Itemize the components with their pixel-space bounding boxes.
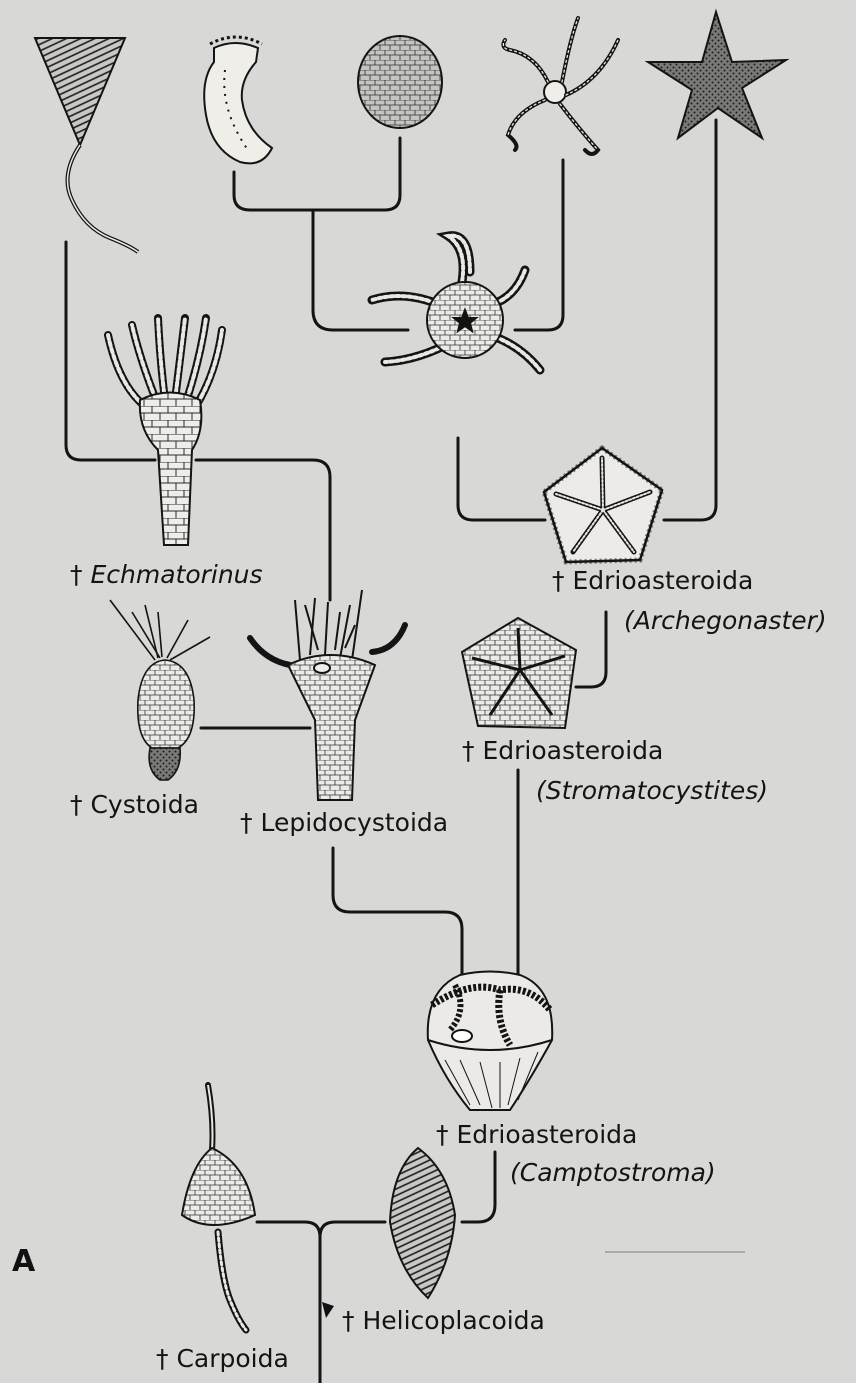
branch-ophiuroid	[515, 160, 563, 330]
dagger-mark: †	[156, 1344, 176, 1373]
label-edrio-stromatocystites: † Edrioasteroida	[462, 736, 663, 766]
label-stromatocystites-genus: (Stromatocystites)	[536, 776, 768, 806]
carpoid-icon	[182, 1085, 255, 1330]
label-archegonaster-genus: (Archegonaster)	[624, 606, 827, 636]
genus-name: (Archegonaster)	[624, 606, 827, 635]
crinoid-icon	[35, 38, 138, 252]
dagger-mark: †	[240, 808, 260, 837]
helicoplacoid-icon	[390, 1148, 455, 1298]
central-brittle-star-icon	[372, 236, 540, 370]
label-lepidocystoida: † Lepidocystoida	[240, 808, 448, 838]
dagger-mark: †	[462, 736, 482, 765]
taxon-name: Edrioasteroida	[482, 736, 663, 765]
camptostroma-icon	[428, 972, 552, 1111]
taxon-name: Lepidocystoida	[260, 808, 448, 837]
panel-letter: A	[12, 1244, 35, 1279]
sea-urchin-icon	[358, 36, 442, 128]
label-edrio-camptostroma: † Edrioasteroida	[436, 1120, 637, 1150]
genus-name: (Stromatocystites)	[536, 776, 768, 805]
branch-asteroid	[664, 120, 716, 520]
branch-helicoplacoida	[320, 1222, 385, 1237]
dagger-mark: †	[70, 790, 90, 819]
dagger-mark: †	[342, 1306, 362, 1335]
branch-central-to-archegonaster	[458, 438, 545, 520]
taxon-name: Cystoida	[90, 790, 199, 819]
dagger-mark: †	[436, 1120, 456, 1149]
label-helicoplacoida: † Helicoplacoida	[342, 1306, 545, 1336]
stromatocystites-icon	[462, 618, 576, 728]
dagger-mark: †	[70, 560, 90, 589]
label-camptostroma-genus: (Camptostroma)	[510, 1158, 716, 1188]
brittle-star-icon	[503, 18, 618, 154]
taxon-name: Edrioasteroida	[456, 1120, 637, 1149]
label-echmatorinus: † Echmatorinus	[70, 560, 263, 590]
sea-cucumber-icon	[204, 37, 272, 163]
branch-archegonaster-stromato	[576, 612, 606, 687]
label-edrio-archegonaster: † Edrioasteroida	[552, 566, 753, 596]
branch-lepido-campto	[333, 848, 462, 985]
taxon-name: Carpoida	[176, 1344, 288, 1373]
label-cystoida: † Cystoida	[70, 790, 199, 820]
archegonaster-icon	[544, 448, 662, 562]
taxon-name: Echmatorinus	[90, 560, 262, 589]
origin-marker	[322, 1302, 334, 1318]
branch-campto-helico	[462, 1152, 495, 1222]
label-carpoida: † Carpoida	[156, 1344, 289, 1374]
dagger-mark: †	[552, 566, 572, 595]
echmatorinus-icon	[108, 318, 222, 545]
taxon-name: Edrioasteroida	[572, 566, 753, 595]
genus-name: (Camptostroma)	[510, 1158, 716, 1187]
lepidocystoid-icon	[250, 590, 405, 800]
branch-echinozoa-stem	[313, 210, 408, 330]
taxon-name: Helicoplacoida	[362, 1306, 544, 1335]
cystoid-icon	[110, 600, 210, 780]
